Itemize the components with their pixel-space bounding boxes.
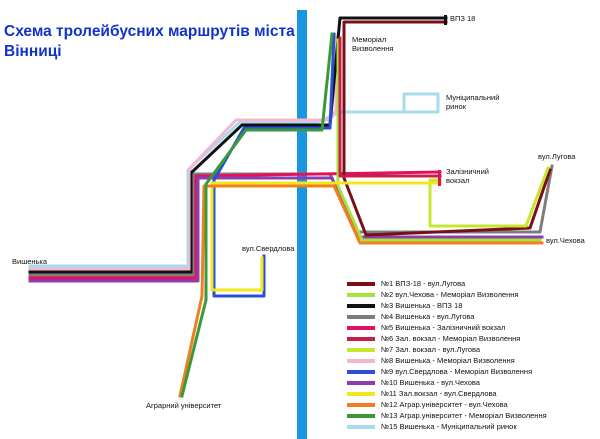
route-line-9 [212, 32, 336, 298]
legend-item-route-1: №1 ВПЗ-18 - вул.Лугова [347, 279, 597, 289]
label-chekhova: вул.Чехова [546, 236, 585, 245]
legend-swatch [347, 282, 375, 286]
legend-swatch [347, 414, 375, 418]
legend-item-route-6: №6 Зал. вокзал - Меморіал Визволення [347, 334, 597, 344]
legend-label: №1 ВПЗ-18 - вул.Лугова [381, 279, 466, 288]
legend-swatch [347, 381, 375, 385]
legend-label: №2 вул.Чехова - Меморіал Визволення [381, 290, 519, 299]
route-line-10 [28, 176, 544, 283]
legend-label: №3 Вишенька - ВПЗ 18 [381, 301, 463, 310]
route-line-5 [28, 170, 442, 280]
terminals [438, 15, 447, 186]
legend-label: №7 Зал. вокзал - вул.Лугова [381, 345, 481, 354]
legend-label: №6 Зал. вокзал - Меморіал Визволення [381, 334, 521, 343]
label-sverdlova: вул.Свердлова [242, 244, 295, 253]
route-line-1 [342, 20, 552, 237]
legend-swatch [347, 392, 375, 396]
legend-label: №10 Вишенька - вул.Чехова [381, 378, 480, 387]
river [297, 10, 307, 439]
legend-item-route-15: №15 Вишенька - Муніципальний ринок [347, 422, 597, 432]
legend-swatch [347, 359, 375, 363]
label-vpz18: ВПЗ 18 [450, 14, 476, 23]
legend-swatch [347, 315, 375, 319]
legend-swatch [347, 304, 375, 308]
route-line-12 [178, 184, 544, 398]
legend-item-route-13: №13 Аграр.університет - Меморіал Визволе… [347, 411, 597, 421]
terminal-vpz18 [444, 15, 447, 25]
legend-label: №8 Вишенька - Меморіал Визволення [381, 356, 515, 365]
legend-item-route-10: №10 Вишенька - вул.Чехова [347, 378, 597, 388]
route-lines [28, 16, 554, 398]
route-line-13 [180, 32, 334, 398]
legend-item-route-3: №3 Вишенька - ВПЗ 18 [347, 301, 597, 311]
legend-swatch [347, 348, 375, 352]
label-agrarian: Аграрний університет [146, 401, 222, 410]
label-memorial: Меморіал Визволення [352, 35, 394, 53]
legend-swatch [347, 326, 375, 330]
legend-item-route-12: №12 Аграр.університет - вул.Чехова [347, 400, 597, 410]
legend-label: №15 Вишенька - Муніципальний ринок [381, 422, 517, 431]
route-line-11 [210, 181, 442, 292]
legend-swatch [347, 337, 375, 341]
route-line-3 [28, 16, 448, 274]
legend-item-route-4: №4 Вишенька - вул.Лугова [347, 312, 597, 322]
route-line-8 [28, 34, 338, 271]
route-line-2 [336, 38, 542, 242]
legend-item-route-2: №2 вул.Чехова - Меморіал Визволення [347, 290, 597, 300]
label-municipal: Муніципальний ринок [446, 93, 500, 111]
legend-item-route-7: №7 Зал. вокзал - вул.Лугова [347, 345, 597, 355]
legend-label: №13 Аграр.університет - Меморіал Визволе… [381, 411, 547, 420]
terminal-railway [438, 170, 441, 186]
legend-swatch [347, 370, 375, 374]
label-railway: Залізничний вокзал [446, 167, 489, 185]
route-line-6 [338, 36, 442, 178]
legend-label: №5 Вишенька - Залізничний вокзал [381, 323, 506, 332]
legend-label: №4 Вишенька - вул.Лугова [381, 312, 475, 321]
municipal-loop [402, 92, 440, 114]
map-title: Схема тролейбусних маршрутів міста Вінни… [4, 23, 295, 60]
legend-item-route-11: №11 Зал.вокзал - вул.Свердлова [347, 389, 597, 399]
route-line-7 [428, 166, 550, 228]
legend-item-route-9: №9 вул.Свердлова - Меморіал Визволення [347, 367, 597, 377]
label-luhova: вул.Лугова [538, 152, 576, 161]
legend-label: №9 вул.Свердлова - Меморіал Визволення [381, 367, 533, 376]
legend-label: №12 Аграр.університет - вул.Чехова [381, 400, 508, 409]
label-vyshenka: Вишенька [12, 257, 48, 266]
legend-item-route-5: №5 Вишенька - Залізничний вокзал [347, 323, 597, 333]
legend-swatch [347, 293, 375, 297]
legend-swatch [347, 403, 375, 407]
legend-label: №11 Зал.вокзал - вул.Свердлова [381, 389, 497, 398]
legend-item-route-8: №8 Вишенька - Меморіал Визволення [347, 356, 597, 366]
legend-swatch [347, 425, 375, 429]
